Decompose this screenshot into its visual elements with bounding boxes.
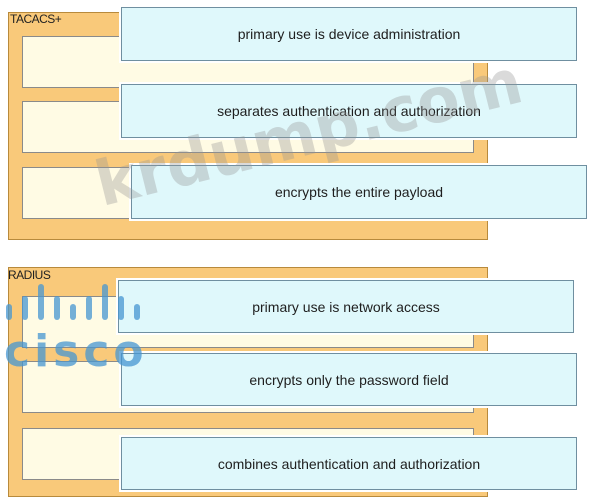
drag-item-label: encrypts only the password field [249,371,449,388]
drag-item-label: encrypts the entire payload [274,184,444,200]
drag-item-label: primary use is device administration [237,26,461,42]
drag-item-label: combines authentication and authorizatio… [217,455,481,472]
drag-item-separates-authentication[interactable]: separates authentication and authorizati… [121,84,577,138]
drag-item-device-administration[interactable]: primary use is device administration [121,7,577,61]
radius-group-label: RADIUS [8,268,51,282]
drag-item-label: primary use is network access [252,298,440,315]
drag-item-network-access[interactable]: primary use is network access [118,280,574,333]
drag-item-encrypts-password[interactable]: encrypts only the password field [121,353,577,406]
drag-item-encrypts-payload[interactable]: encrypts the entire payload [131,165,587,219]
drag-item-combines-authentication[interactable]: combines authentication and authorizatio… [121,437,577,490]
tacacs-group-label: TACACS+ [10,12,62,26]
drag-item-label: separates authentication and authorizati… [217,103,481,119]
